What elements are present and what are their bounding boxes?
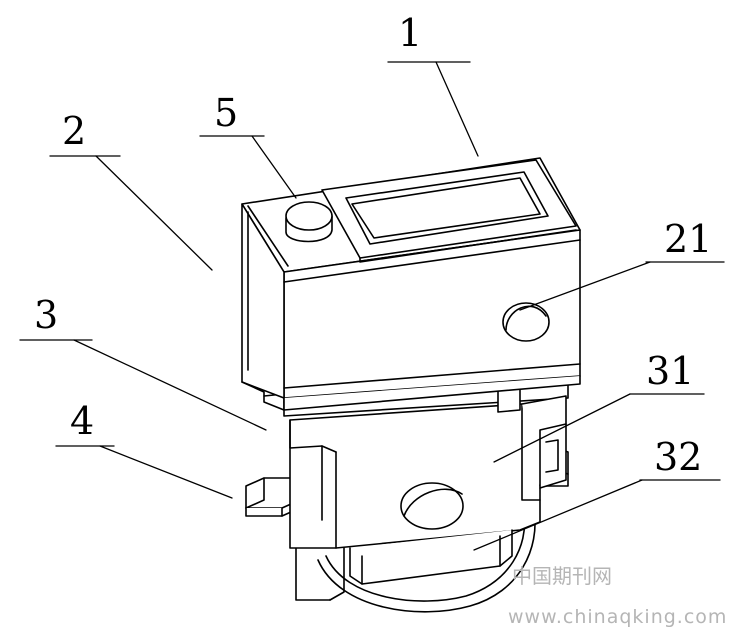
part-1-display — [321, 159, 577, 263]
label-part-5: 5 — [214, 91, 239, 135]
label-part-21: 21 — [664, 217, 713, 261]
leader-lines — [19, 61, 725, 551]
watermark-url: www.chinaqking.com — [508, 606, 728, 628]
label-part-32: 32 — [654, 435, 703, 479]
part-21-indicator — [502, 302, 550, 342]
watermark-chinese: 中国期刊网 — [512, 564, 612, 588]
label-part-1: 1 — [398, 11, 423, 55]
label-part-4: 4 — [70, 399, 95, 443]
part-3-middle-housing — [263, 383, 569, 585]
label-part-31: 31 — [646, 349, 695, 393]
label-part-2: 2 — [62, 109, 87, 153]
label-part-3: 3 — [34, 293, 59, 337]
part-5-button — [285, 201, 333, 243]
